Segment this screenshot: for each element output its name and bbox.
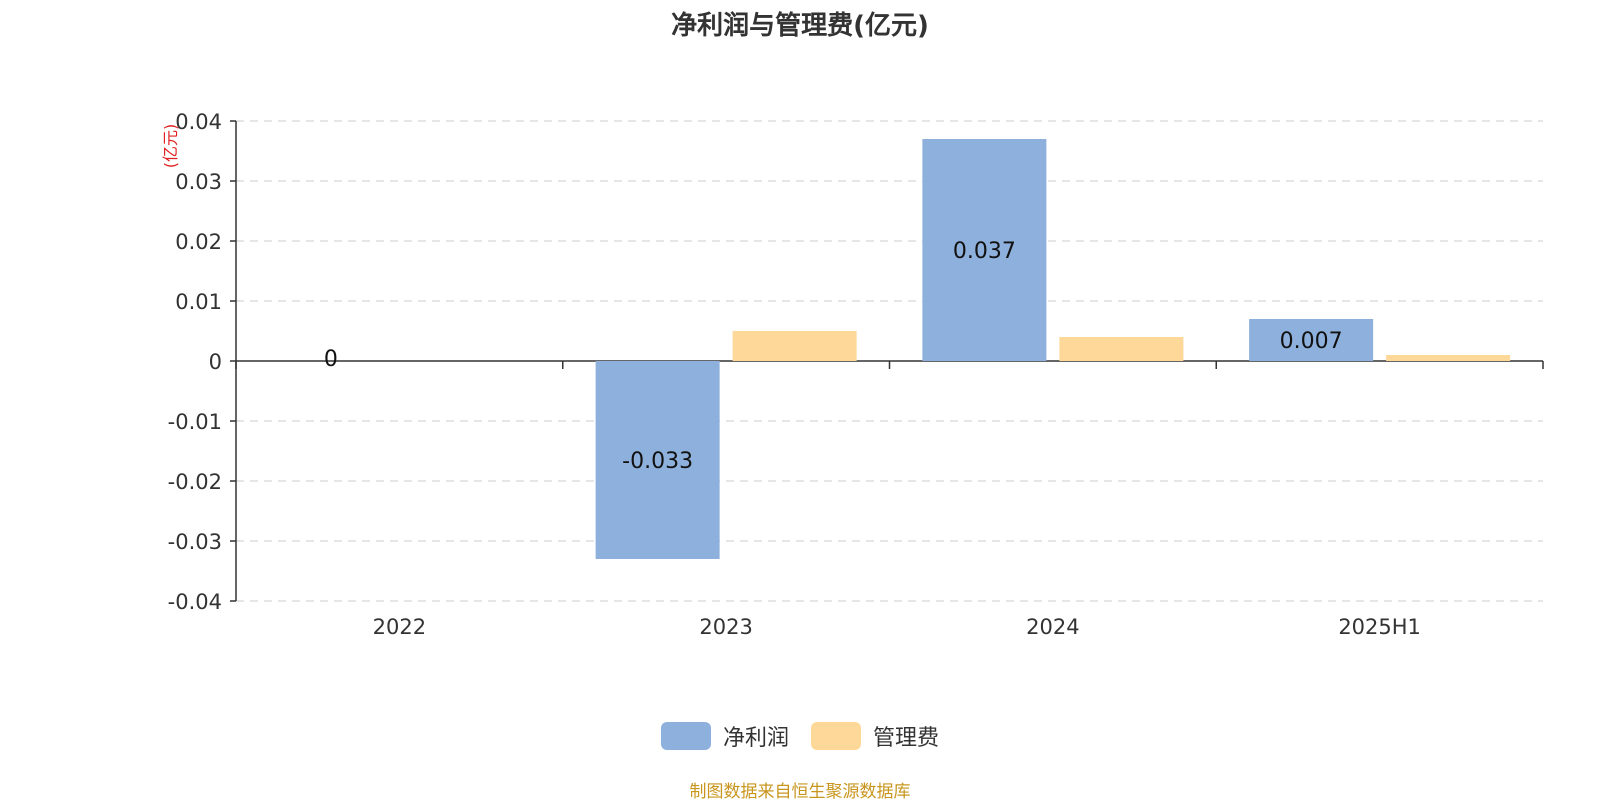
y-tick-label: 0: [209, 350, 222, 374]
source-note: 制图数据来自恒生聚源数据库: [689, 782, 911, 802]
data-label: -0.033: [622, 449, 693, 474]
chart-title: 净利润与管理费(亿元): [671, 11, 929, 41]
y-tick-label: 0.01: [175, 290, 222, 314]
data-label: 0.007: [1280, 329, 1343, 354]
y-tick-label: -0.03: [168, 530, 222, 554]
y-tick-label: -0.04: [168, 590, 222, 614]
x-tick-label: 2022: [373, 615, 426, 639]
legend-label-net-profit: 净利润: [722, 726, 789, 751]
legend-swatch-net-profit: [660, 722, 711, 750]
y-tick-label: 0.03: [175, 170, 222, 194]
legend-item-admin-expense[interactable]: 管理费: [811, 720, 939, 752]
y-tick-label: -0.01: [168, 410, 222, 434]
x-tick-label: 2024: [1026, 615, 1079, 639]
legend: 净利润 管理费: [0, 720, 1600, 752]
bar: [922, 139, 1047, 361]
x-tick-label: 2025H1: [1338, 615, 1421, 639]
data-label: 0: [324, 347, 338, 372]
bar: [1249, 319, 1374, 361]
y-tick-label: 0.04: [175, 110, 222, 134]
bar: [595, 361, 720, 559]
y-tick-label: -0.02: [168, 470, 222, 494]
legend-item-net-profit[interactable]: 净利润: [660, 720, 789, 752]
data-label: 0.037: [953, 239, 1016, 264]
bar: [1059, 337, 1184, 361]
x-tick-label: 2023: [699, 615, 752, 639]
bar: [732, 331, 857, 361]
y-tick-label: 0.02: [175, 230, 222, 254]
legend-swatch-admin-expense: [811, 722, 861, 750]
y-axis-label: (亿元): [161, 124, 180, 169]
legend-label-admin-expense: 管理费: [873, 726, 940, 751]
bar: [1386, 355, 1511, 361]
